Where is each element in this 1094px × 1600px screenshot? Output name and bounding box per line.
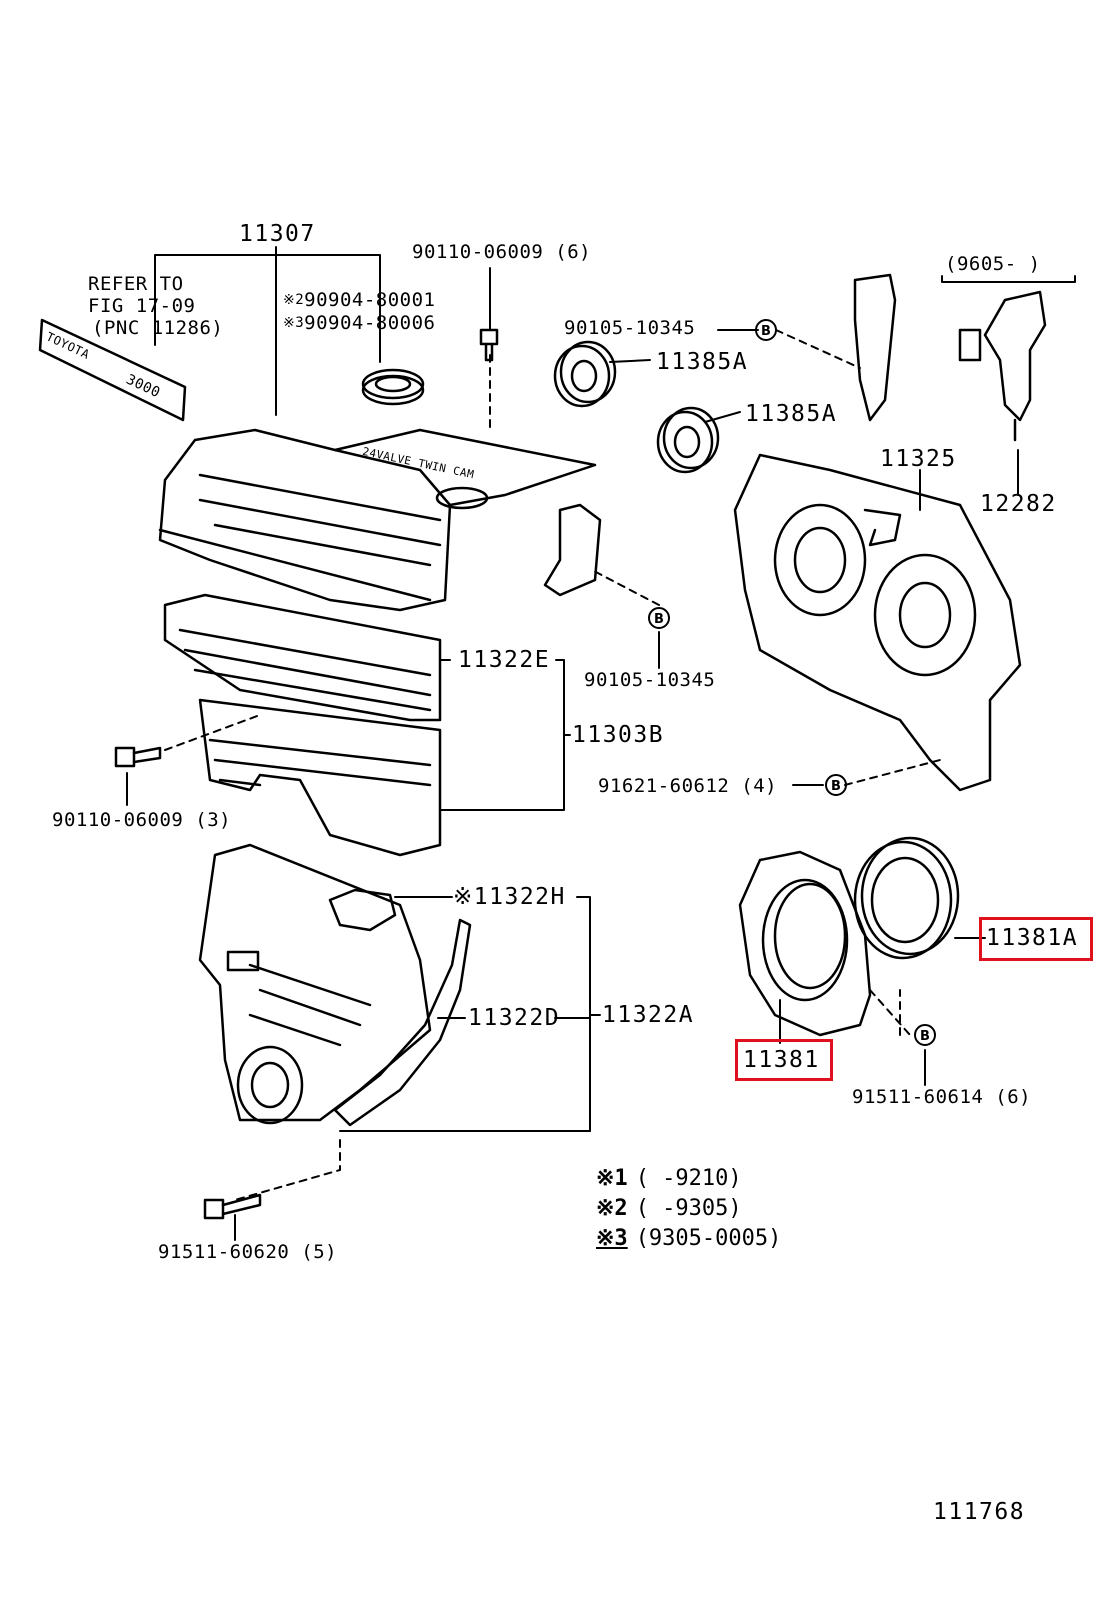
housing-11325 [733, 453, 1022, 792]
note-key: ※2 [596, 1196, 628, 1221]
label-11322E: 11322E [458, 647, 551, 673]
seal-ring [361, 368, 425, 406]
label-bolt-bottom: 91511-60620 (5) [158, 1241, 338, 1263]
cover-11322A [198, 843, 432, 1125]
label-bolt-90105-b: 90105-10345 [584, 669, 716, 691]
note-row-2: ※2 ( -9305) [596, 1196, 742, 1221]
label-11322A: 11322A [602, 1002, 695, 1028]
retainer-11381 [738, 850, 872, 1037]
label-bolt-90105-a: 90105-10345 [564, 317, 696, 339]
cover-11322E [163, 593, 442, 722]
seal-11381A [853, 836, 960, 960]
leader-lines [126, 246, 1076, 1241]
version-bracket-part [958, 290, 1047, 442]
bearing-1 [553, 340, 617, 408]
bolt-top [479, 328, 499, 362]
label-11325: 11325 [880, 446, 957, 472]
figure-number: 111768 [933, 1499, 1026, 1525]
bearing-2 [656, 406, 720, 474]
label-seal-alt1: ※290904-80001 [283, 289, 436, 311]
label-12282: 12282 [980, 491, 1057, 517]
mid-bracket [543, 273, 897, 597]
note-text: ( -9305) [635, 1196, 742, 1221]
note-row-3: ※3 (9305-0005) [596, 1226, 781, 1251]
cover-11322H [328, 888, 397, 932]
bolt-bottom [203, 1193, 262, 1220]
dashed-fastener-paths [164, 329, 941, 1201]
svg-text:B: B [654, 612, 664, 627]
label-refer-to: REFER TO [88, 273, 184, 295]
label-bolt-top: 90110-06009 (6) [412, 241, 592, 263]
note-row-1: ※1 ( -9210) [596, 1166, 742, 1191]
note-text: ( -9210) [635, 1166, 742, 1191]
cover-11322D [333, 918, 472, 1127]
label-bearing-2: 11385A [745, 401, 838, 427]
label-fig: FIG 17-09 [88, 295, 196, 317]
label-11307: 11307 [239, 221, 316, 247]
circled-b-letters: B B B B [654, 324, 930, 1044]
label-11303B: 11303B [572, 722, 665, 748]
name-plate [38, 318, 187, 422]
label-11381[interactable]: 11381 [743, 1047, 820, 1073]
svg-text:B: B [831, 779, 841, 794]
cover-11303B [198, 698, 442, 857]
svg-text:B: B [920, 1029, 930, 1044]
label-seal-alt2: ※390904-80006 [283, 312, 436, 334]
note-key: ※3 [596, 1226, 628, 1251]
upper-cover [158, 428, 597, 612]
note-key: ※1 [596, 1166, 628, 1191]
label-pnc: (PNC 11286) [92, 317, 224, 339]
label-11381A[interactable]: 11381A [986, 925, 1079, 951]
bolt-left [114, 746, 162, 768]
label-version-bracket: (9605- ) [945, 253, 1041, 275]
circled-b-icon [648, 319, 936, 1046]
svg-text:B: B [761, 324, 771, 339]
label-bearing-1: 11385A [656, 349, 749, 375]
highlight-11381 [735, 1039, 833, 1081]
label-11322H: ※11322H [453, 884, 566, 910]
note-text: (9305-0005) [635, 1226, 782, 1251]
label-bolt-left: 90110-06009 (3) [52, 809, 232, 831]
label-11322D: 11322D [468, 1005, 561, 1031]
highlight-11381A [979, 917, 1093, 961]
label-bolt-retainer: 91511-60614 (6) [852, 1086, 1032, 1108]
label-bolt-right: 91621-60612 (4) [598, 775, 778, 797]
